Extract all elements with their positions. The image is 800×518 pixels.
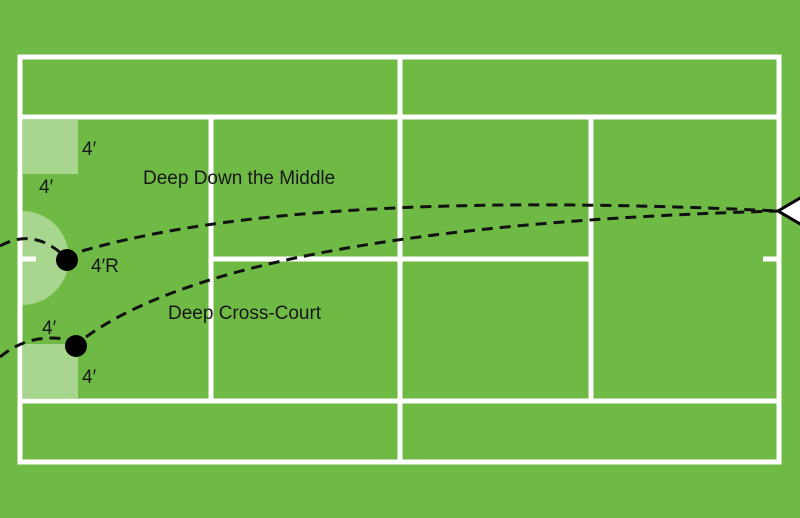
bottom-square-width-label: 4′ <box>82 367 97 388</box>
top-square-height-label: 4′ <box>39 177 54 198</box>
shot-middle-label: Deep Down the Middle <box>143 168 335 189</box>
cross-bounce-dot <box>65 335 87 357</box>
hitter-arrow-icon <box>775 196 800 226</box>
middle-shot-bounce-path <box>0 237 63 256</box>
top-corner-target-zone <box>23 120 78 174</box>
shot-cross-label: Deep Cross-Court <box>168 303 322 324</box>
cross-shot-path <box>85 209 779 339</box>
bottom-square-height-label: 4′ <box>42 318 57 339</box>
middle-bounce-dot <box>56 249 78 271</box>
center-target-zone <box>22 211 69 305</box>
cross-shot-bounce-path <box>0 336 71 359</box>
top-square-width-label: 4′ <box>82 139 97 160</box>
center-radius-label: 4′R <box>91 256 119 277</box>
court-lines <box>17 54 782 465</box>
